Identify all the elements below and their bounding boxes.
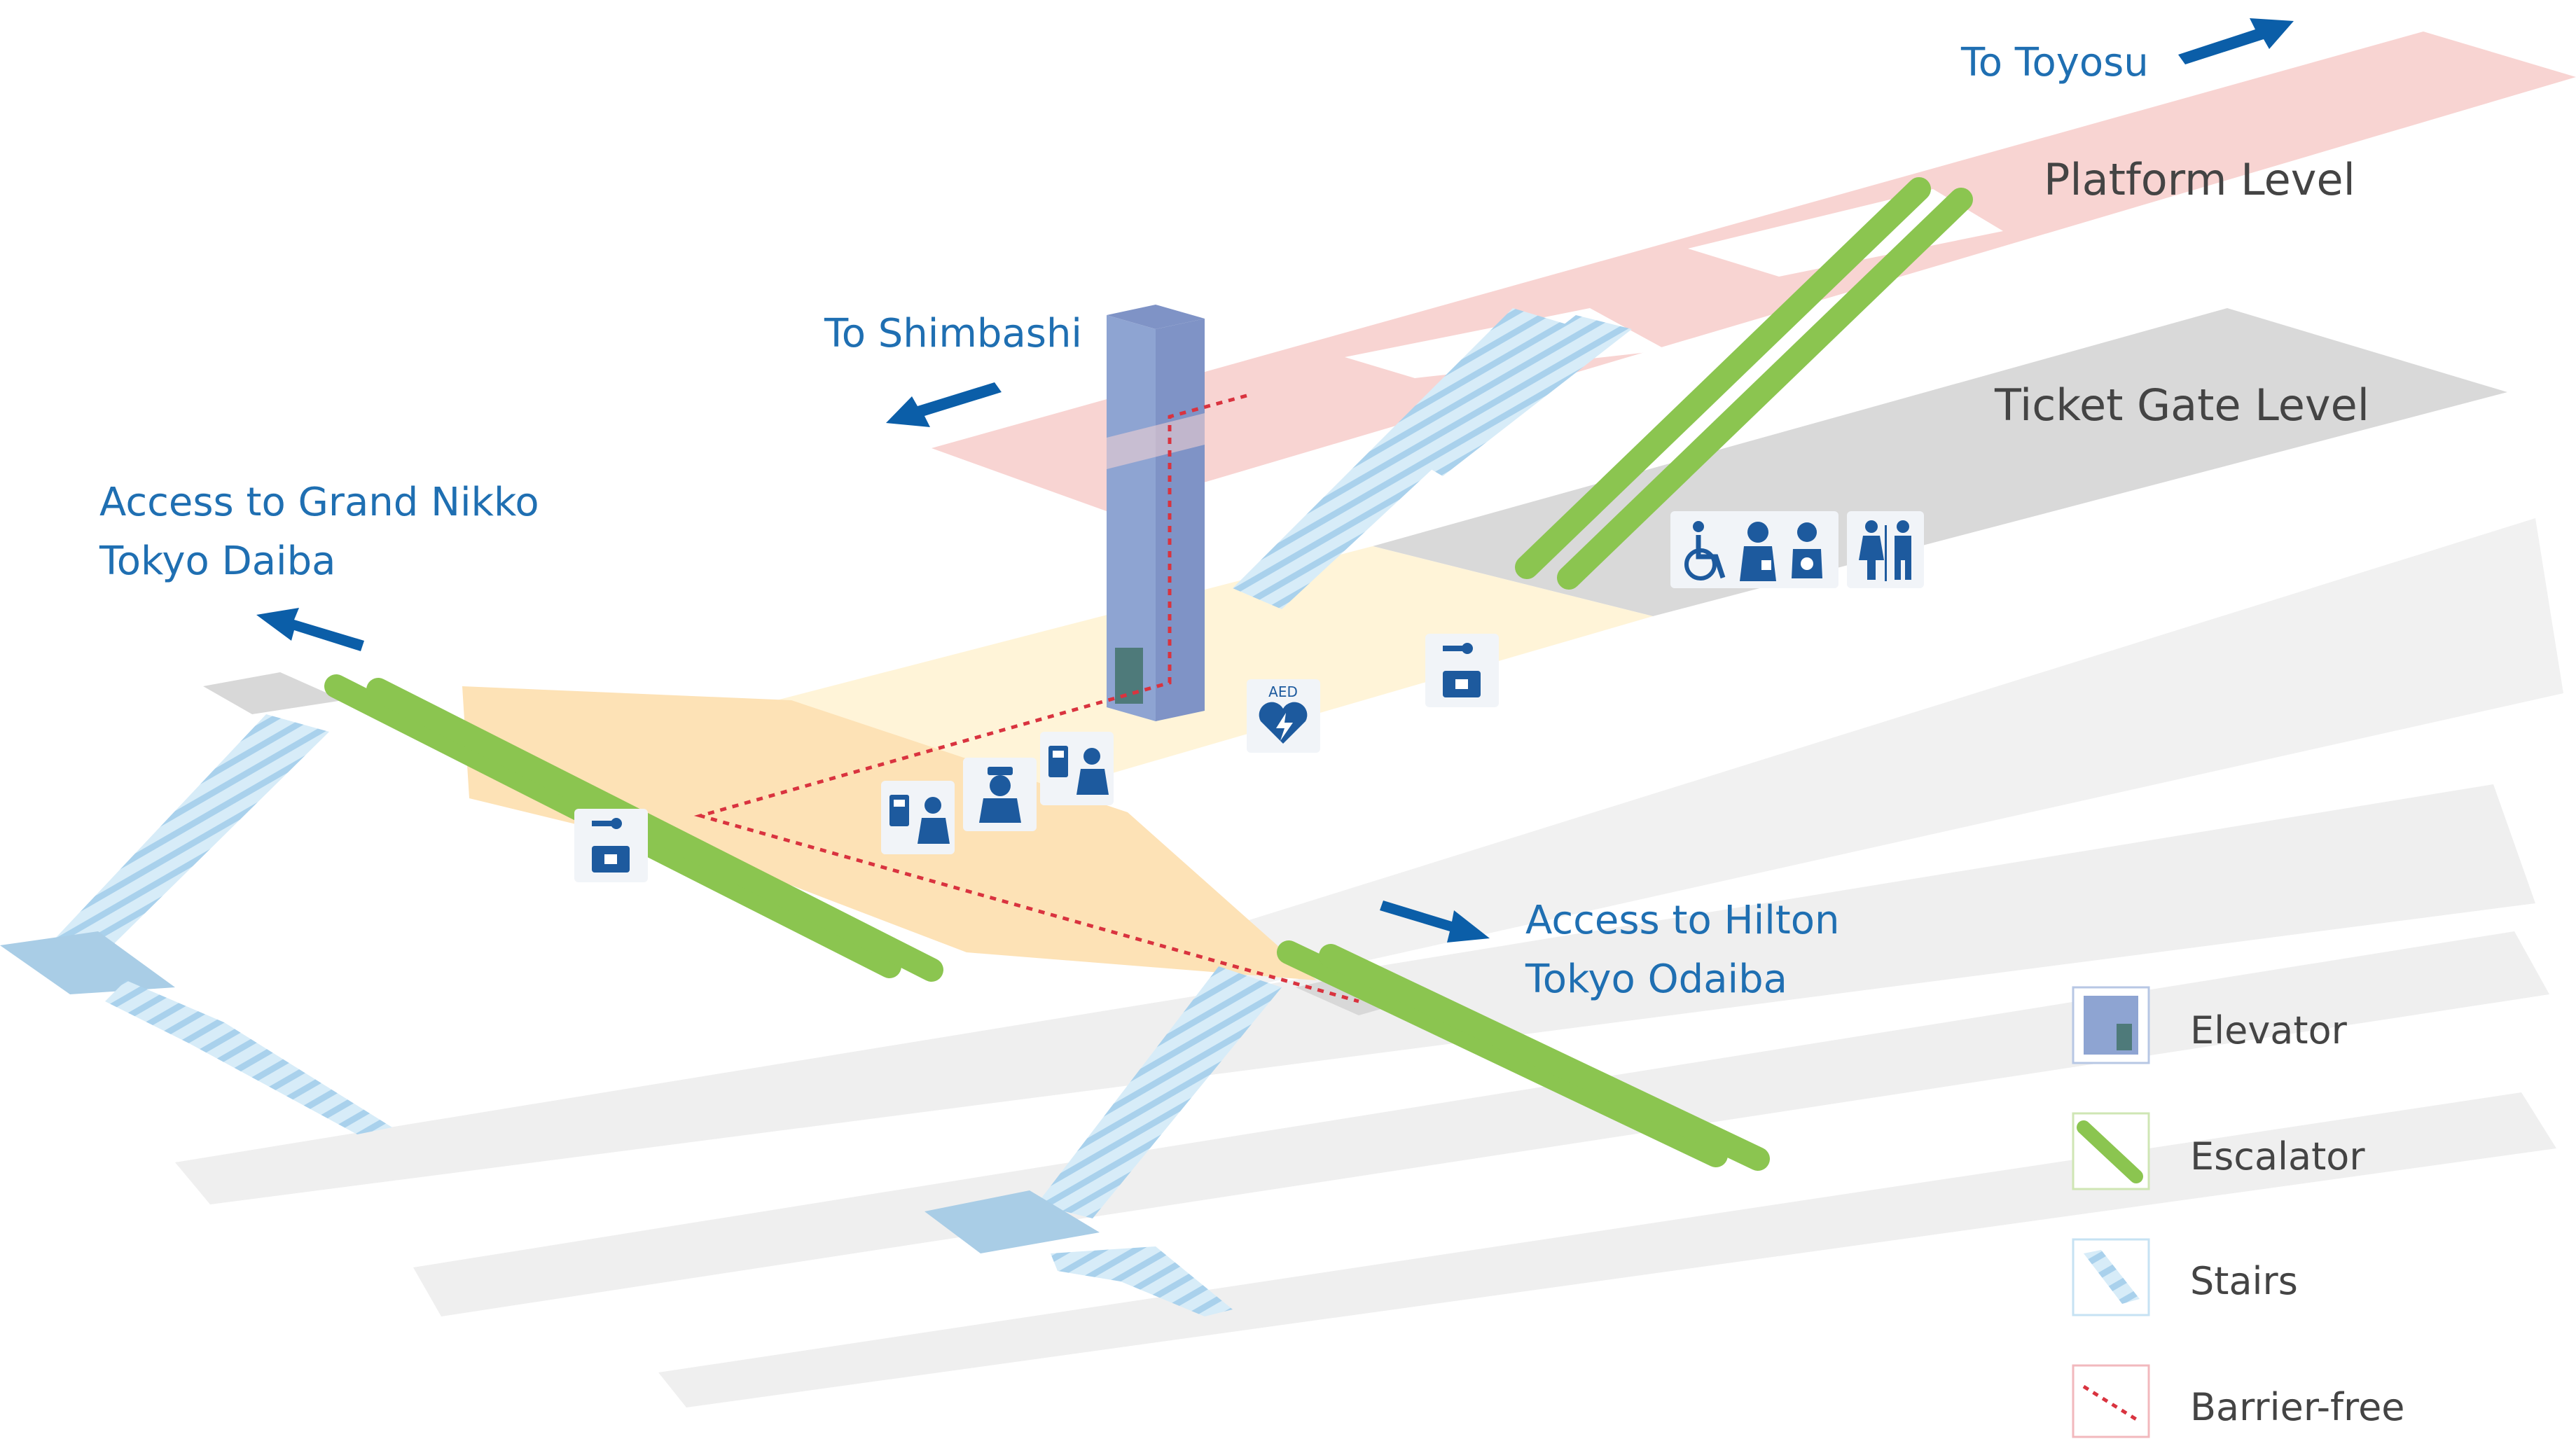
label-to-shimbashi: To Shimbashi xyxy=(824,311,1082,356)
legend-barrier-free-swatch xyxy=(2072,1364,2150,1438)
arrow-to-toyosu-icon xyxy=(2178,18,2294,64)
arrow-to-nikko-icon xyxy=(256,608,364,651)
stair-landing xyxy=(0,931,175,994)
stair-flight xyxy=(42,714,329,966)
ticket-gate-level xyxy=(1373,308,2507,616)
stair-flight xyxy=(105,980,392,1134)
label-to-toyosu: To Toyosu xyxy=(1960,40,2149,85)
baby-changing-icon xyxy=(1792,522,1822,578)
escalator-track xyxy=(366,678,943,982)
ground-strip xyxy=(1191,518,2563,987)
arrow-to-hilton-icon xyxy=(1380,901,1490,943)
legend-elevator: Elevator xyxy=(2072,986,2348,1064)
stair-flight xyxy=(1401,315,1632,476)
legend: Elevator Escalator Stairs Barrier-free xyxy=(2072,986,2405,1438)
escalator-track xyxy=(1557,188,1973,590)
icon-aed-icon: AED xyxy=(1247,679,1320,753)
legend-escalator-label: Escalator xyxy=(2190,1134,2365,1179)
aed-icon-label: AED xyxy=(1268,683,1298,700)
icon-group-accessibility xyxy=(1670,511,1838,588)
stair-flight xyxy=(1051,1246,1233,1316)
legend-elevator-label: Elevator xyxy=(2190,1008,2348,1052)
escalator-track xyxy=(1319,944,1770,1171)
stair-landing xyxy=(925,1190,1100,1253)
label-access-nikko-line1: Access to Grand Nikko xyxy=(99,480,539,525)
elevator-side xyxy=(1156,319,1205,721)
label-access-hilton-line2: Tokyo Odaiba xyxy=(1525,957,1787,1002)
icon-coin-locker-nikko-icon xyxy=(574,809,648,882)
legend-barrier-free: Barrier-free xyxy=(2072,1364,2405,1438)
ostomate-icon xyxy=(1740,522,1776,581)
elevator-shaft xyxy=(1107,305,1205,721)
icon-ticket-machine-icon xyxy=(881,781,955,854)
platform-overlay-on-elevator xyxy=(1107,413,1205,469)
escalators xyxy=(324,177,1973,1171)
elevator-door xyxy=(1115,648,1143,704)
legend-escalator: Escalator xyxy=(2072,1112,2365,1190)
icon-fare-adjustment-icon xyxy=(1040,732,1114,805)
escalator-track xyxy=(1277,940,1728,1167)
wheelchair-icon xyxy=(1684,521,1726,581)
label-access-nikko-line2: Tokyo Daiba xyxy=(99,538,335,584)
elevator-front xyxy=(1107,315,1156,721)
platform-opening xyxy=(1688,189,2003,277)
elevator-top xyxy=(1107,305,1205,329)
icon-station-staff-icon xyxy=(963,758,1037,831)
legend-stairs-label: Stairs xyxy=(2190,1259,2298,1303)
label-ticket-gate-level: Ticket Gate Level xyxy=(1994,380,2369,431)
stair-landing xyxy=(203,672,343,714)
escalator-track xyxy=(1515,177,1931,579)
legend-barrier-free-label: Barrier-free xyxy=(2190,1385,2405,1429)
platform-slab xyxy=(932,32,2576,511)
stair-flight xyxy=(1037,966,1282,1218)
stairs xyxy=(0,308,1632,1316)
barrier-free-route xyxy=(693,394,1359,1003)
label-access-hilton-line1: Access to Hilton xyxy=(1525,898,1839,943)
icon-toilet-icon xyxy=(1847,511,1924,588)
direction-arrows xyxy=(256,18,2294,943)
icon-coin-locker-gate-icon xyxy=(1425,634,1499,707)
legend-stairs: Stairs xyxy=(2072,1238,2298,1316)
arrow-to-shimbashi-icon xyxy=(886,382,1002,427)
label-platform-level: Platform Level xyxy=(2044,154,2355,205)
